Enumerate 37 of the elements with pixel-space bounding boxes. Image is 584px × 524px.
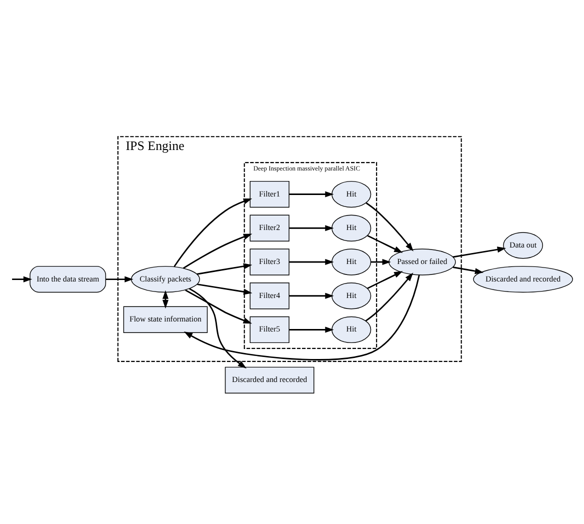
arrow	[189, 288, 247, 368]
node-ellipse: Passed or failed	[388, 248, 456, 276]
arrow	[184, 274, 420, 360]
node-box: Discarded and recorded	[224, 366, 314, 394]
arrow	[370, 258, 391, 266]
arrow	[106, 276, 134, 282]
arrow	[452, 246, 506, 258]
arrow	[289, 326, 334, 333]
node-ellipse: Hit	[332, 316, 372, 344]
arrow	[174, 198, 252, 267]
arrow	[367, 271, 403, 289]
node-box: Filter2	[250, 214, 290, 242]
node-box: Filter3	[250, 248, 290, 276]
arrow	[289, 191, 334, 198]
node-ellipse: Hit	[332, 248, 372, 276]
node-ellipse: Hit	[332, 282, 372, 310]
node-box: Into the data stream	[30, 266, 106, 293]
arrow	[289, 258, 334, 266]
arrow	[289, 225, 334, 232]
arrow	[196, 263, 252, 275]
arrow	[197, 284, 252, 295]
arrow	[185, 289, 252, 324]
arrow	[366, 202, 414, 252]
node-ellipse: Data out	[503, 232, 543, 259]
arrow	[365, 272, 414, 322]
node-box: Filter4	[250, 282, 290, 310]
node-box: Filter5	[250, 316, 290, 344]
node-ellipse: Hit	[332, 214, 372, 242]
arrow	[12, 276, 32, 282]
node-box: Filter1	[250, 180, 290, 208]
arrow	[452, 266, 484, 274]
node-ellipse: Hit	[332, 180, 372, 208]
node-ellipse: Classify packets	[130, 266, 200, 293]
node-box: Flow state information	[123, 306, 208, 333]
arrow	[289, 292, 334, 299]
arrow	[182, 234, 252, 269]
arrow	[367, 235, 403, 253]
